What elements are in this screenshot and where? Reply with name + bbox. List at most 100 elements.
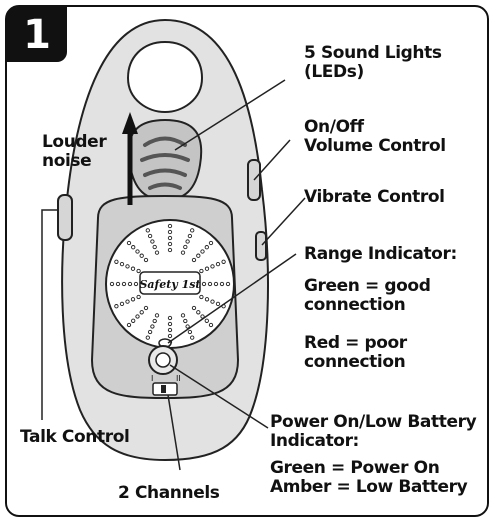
grille-hole [150,239,155,244]
grille-hole [180,313,186,318]
grille-hole [215,301,221,307]
grille-hole [208,240,214,246]
grille-hole [126,240,132,246]
grille-hole [167,241,173,247]
grille-hole [126,322,132,328]
grille-hole [154,313,160,318]
channel-mark-1: I [151,374,153,383]
grille-hole [204,297,210,302]
grille-hole [185,239,190,244]
grille-hole [196,310,201,315]
grille-hole [210,264,215,269]
leader-volume [253,139,291,181]
logo-plate [139,271,201,295]
grille-hole [150,324,155,329]
grille-hole [225,281,231,287]
grille-hole [207,281,213,287]
grille-hole [145,228,150,233]
grille-hole [200,249,205,254]
grille-hole [152,244,157,250]
label-range-indicator: Range Indicator: [304,244,457,264]
channel-mark-2: II [176,374,181,383]
grille-hole [191,305,197,311]
leader-range [167,253,297,344]
power-indicator-led [155,352,171,368]
label-vibrate-control: Vibrate Control [304,187,445,207]
speaker-grille-holes [109,223,231,345]
grille-hole [190,335,195,340]
grille-hole [152,318,157,324]
label-power-states: Green = Power On Amber = Low Battery [270,458,468,497]
grille-hole [139,253,144,258]
grille-hole [130,266,136,271]
grille-hole [154,250,160,255]
grille-hole [187,233,193,239]
grille-hole [135,249,140,254]
leader-sound-lights [174,79,286,151]
leader-vibrate [261,197,306,246]
grille-hole [215,261,221,267]
leader-power [169,364,269,429]
vibrate-control-button [255,231,267,261]
leader-channels [167,394,181,471]
grille-hole [147,329,153,335]
grille-hole [139,310,144,315]
label-power-indicator: Power On/Low Battery Indicator: [270,412,477,451]
grille-hole [125,299,130,304]
grille-hole [136,268,141,274]
grille-hole [191,257,197,263]
diagram-frame [5,5,489,517]
label-sound-lights: 5 Sound Lights (LEDs) [304,43,442,82]
grille-hole [183,244,188,250]
grille-hole [130,297,136,302]
grille-hole [185,324,190,329]
grille-hole [204,245,209,250]
grille-hole [114,304,119,309]
grille-hole [201,281,207,287]
grille-hole [190,228,195,233]
grille-hole [199,294,204,300]
grille-hole [109,281,115,287]
grille-hole [204,318,209,323]
grille-hole [167,315,173,321]
grille-hole [187,329,193,335]
step-number-badge: 1 [7,7,67,62]
grille-hole [167,327,173,333]
grille-hole [167,247,173,253]
grille-hole [219,281,225,287]
grille-hole [145,335,150,340]
label-range-green: Green = good connection [304,276,431,315]
label-talk-control: Talk Control [20,427,130,447]
grille-hole [210,299,215,304]
grille-hole [114,259,119,264]
grille-hole [167,321,173,327]
label-range-red: Red = poor connection [304,333,407,372]
sound-lights-lens [127,118,203,202]
louder-noise-arrow-head [122,112,138,134]
grille-hole [131,318,136,323]
grille-hole [115,281,121,287]
device-logo: Safety 1st [139,278,200,291]
label-louder-noise: Louder noise [42,132,107,171]
grille-hole [125,264,130,269]
grille-hole [121,281,127,287]
grille-hole [127,281,133,287]
grille-hole [167,333,173,339]
talk-control-button [57,194,73,241]
grille-hole [143,305,149,311]
label-channels: 2 Channels [118,483,220,503]
grille-hole [167,229,173,235]
grille-hole [183,318,188,324]
handle-opening [126,40,204,114]
grille-hole [167,235,173,241]
grille-hole [135,314,140,319]
grille-hole [199,268,204,274]
label-on-off-volume: On/Off Volume Control [304,117,446,156]
grille-hole [221,259,226,264]
grille-hole [196,253,201,258]
grille-hole [208,322,214,328]
leader-talk [41,209,58,420]
grille-hole [213,281,219,287]
